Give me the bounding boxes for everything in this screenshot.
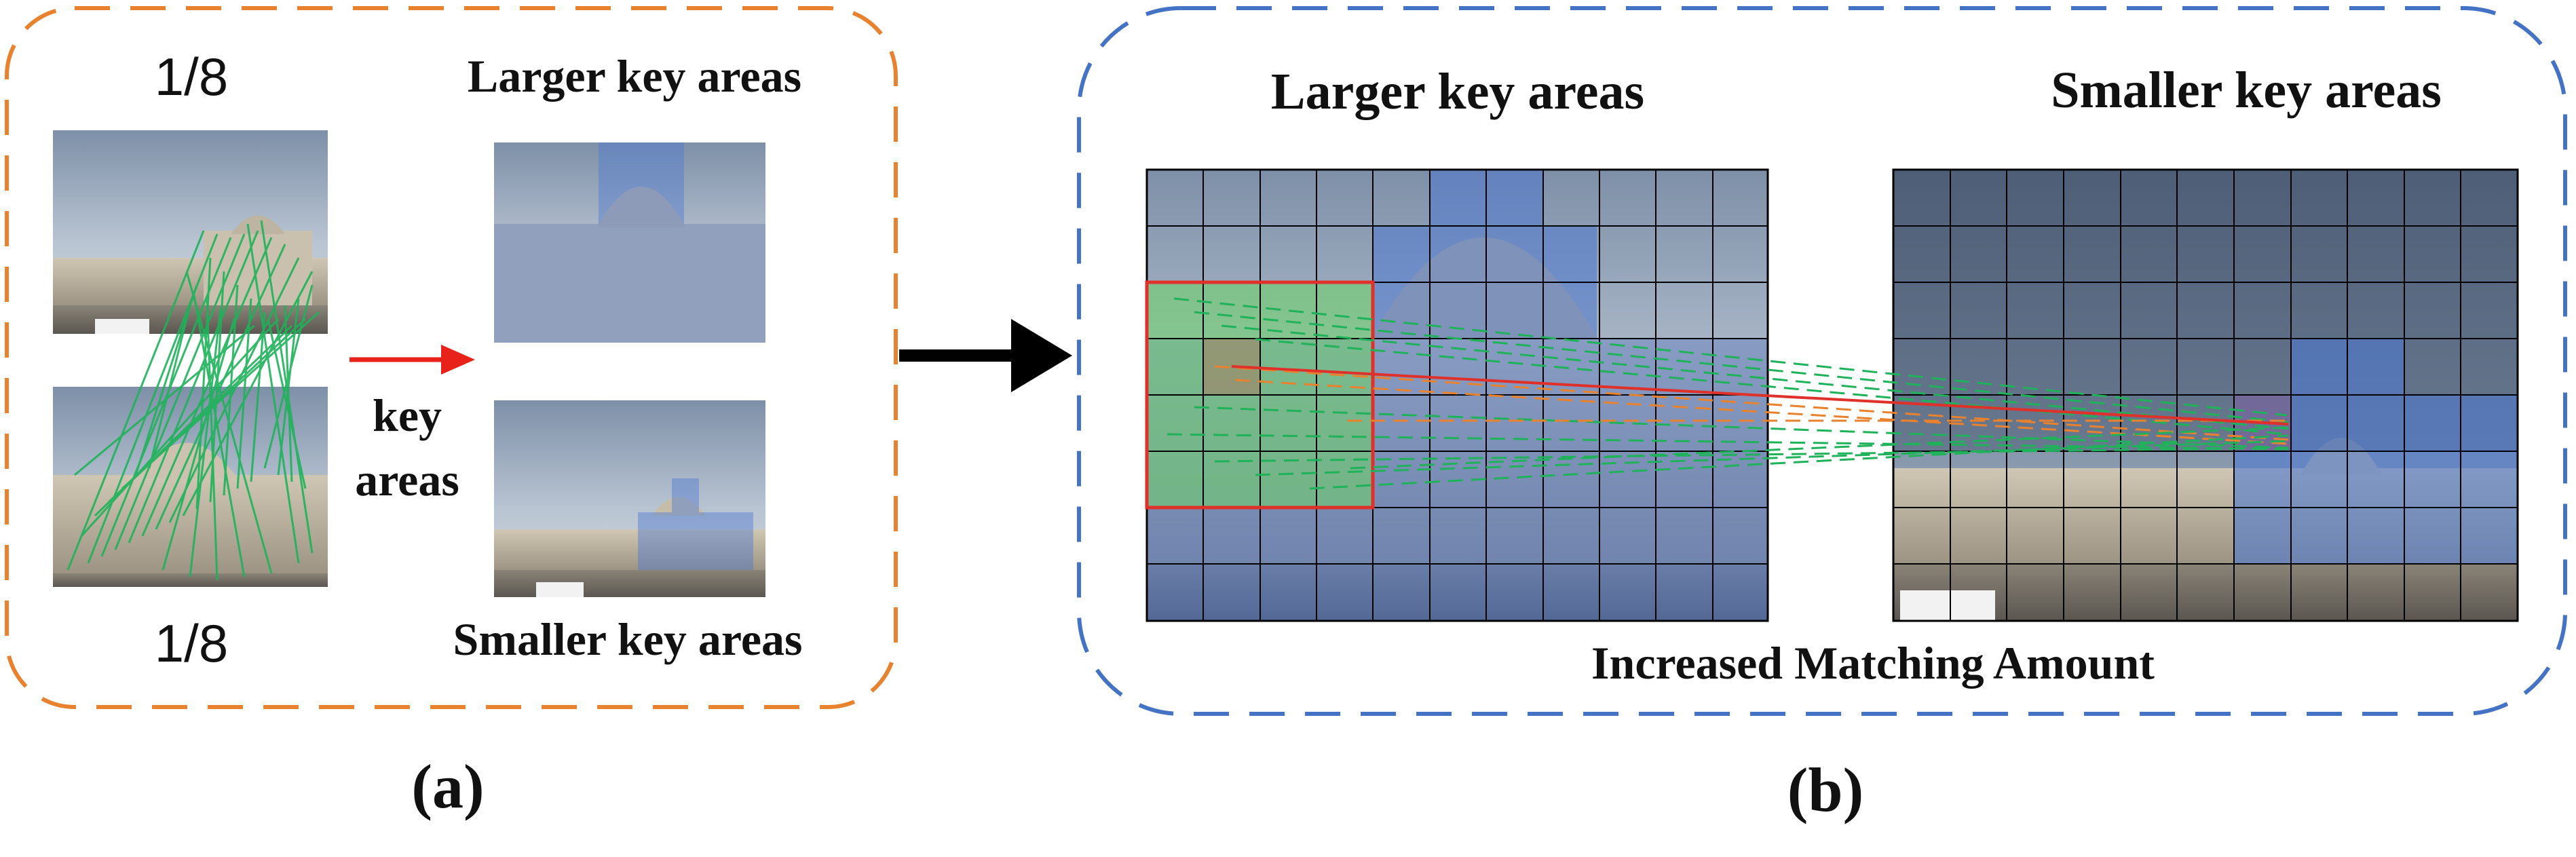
black-arrow: [899, 319, 1072, 392]
panel-b: Larger key areas Smaller key areas: [1077, 6, 2567, 716]
panel-a-smaller-key-areas-label: Smaller key areas: [453, 613, 803, 665]
panel-a-border: [5, 6, 898, 709]
panel-a-scale-top: 1/8: [155, 47, 228, 107]
grid-image-larger: [1145, 168, 1769, 622]
arrow-label-key: key: [373, 389, 442, 441]
panel-b-smaller-key-areas-label: Smaller key areas: [2051, 62, 2442, 119]
grid-lines-right: [1893, 170, 2518, 621]
panel-b-increased-matching-label: Increased Matching Amount: [1591, 637, 2155, 689]
solid-red-match-line: [1231, 365, 2289, 425]
panel-b-border: [1077, 6, 2567, 716]
panel-b-larger-key-areas-label: Larger key areas: [1271, 63, 1644, 120]
red-arrow: [349, 345, 475, 375]
panel-a-scale-bottom: 1/8: [155, 613, 228, 673]
dashed-match-lines: [1167, 297, 2289, 490]
arrow-label-areas: areas: [355, 454, 459, 506]
panel-a-larger-key-areas-label: Larger key areas: [468, 50, 801, 102]
grid-image-smaller: [1892, 168, 2519, 622]
caption-a: (a): [411, 752, 484, 821]
red-box: [1145, 280, 1375, 510]
caption-b: (b): [1787, 755, 1863, 824]
panel-a: 1/8 Larger key areas: [5, 6, 898, 709]
photo-a-smaller-key-areas: [494, 400, 765, 597]
photo-a-larger-key-areas: [494, 142, 765, 343]
match-lines-a: [67, 220, 320, 581]
